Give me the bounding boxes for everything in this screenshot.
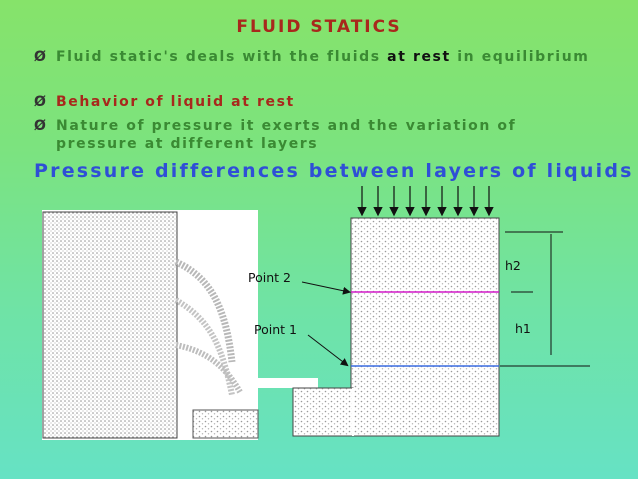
pressure-arrows (357, 186, 494, 217)
bullet-mark: Ø (34, 94, 48, 110)
bullet-1-text: Fluid static's deals with the fluids at … (56, 49, 590, 65)
bullet-1: Ø Fluid static's deals with the fluids a… (34, 48, 594, 66)
height-dimensions (500, 231, 590, 367)
bullet-mark: Ø (34, 49, 48, 65)
point-1-leader (307, 334, 349, 367)
bullet-3: Ø Nature of pressure it exerts and the v… (34, 117, 594, 153)
bullet-mark: Ø (34, 118, 48, 134)
left-tank (42, 210, 318, 440)
point-2-label: Point 2 (248, 270, 291, 285)
bullet-3-text: Nature of pressure it exerts and the var… (56, 118, 517, 152)
bullet-2: Ø Behavior of liquid at rest (34, 93, 594, 111)
point-2-leader (301, 281, 351, 295)
h1-label: h1 (515, 321, 531, 336)
point-1-label: Point 1 (254, 322, 297, 337)
h2-label: h2 (505, 258, 521, 273)
bullet-2-text: Behavior of liquid at rest (56, 94, 295, 110)
slide-title: FLUID STATICS (236, 17, 402, 37)
at-rest-highlight: at rest (387, 49, 451, 65)
section-heading: Pressure differences between layers of l… (34, 160, 634, 182)
right-tank (292, 217, 500, 437)
